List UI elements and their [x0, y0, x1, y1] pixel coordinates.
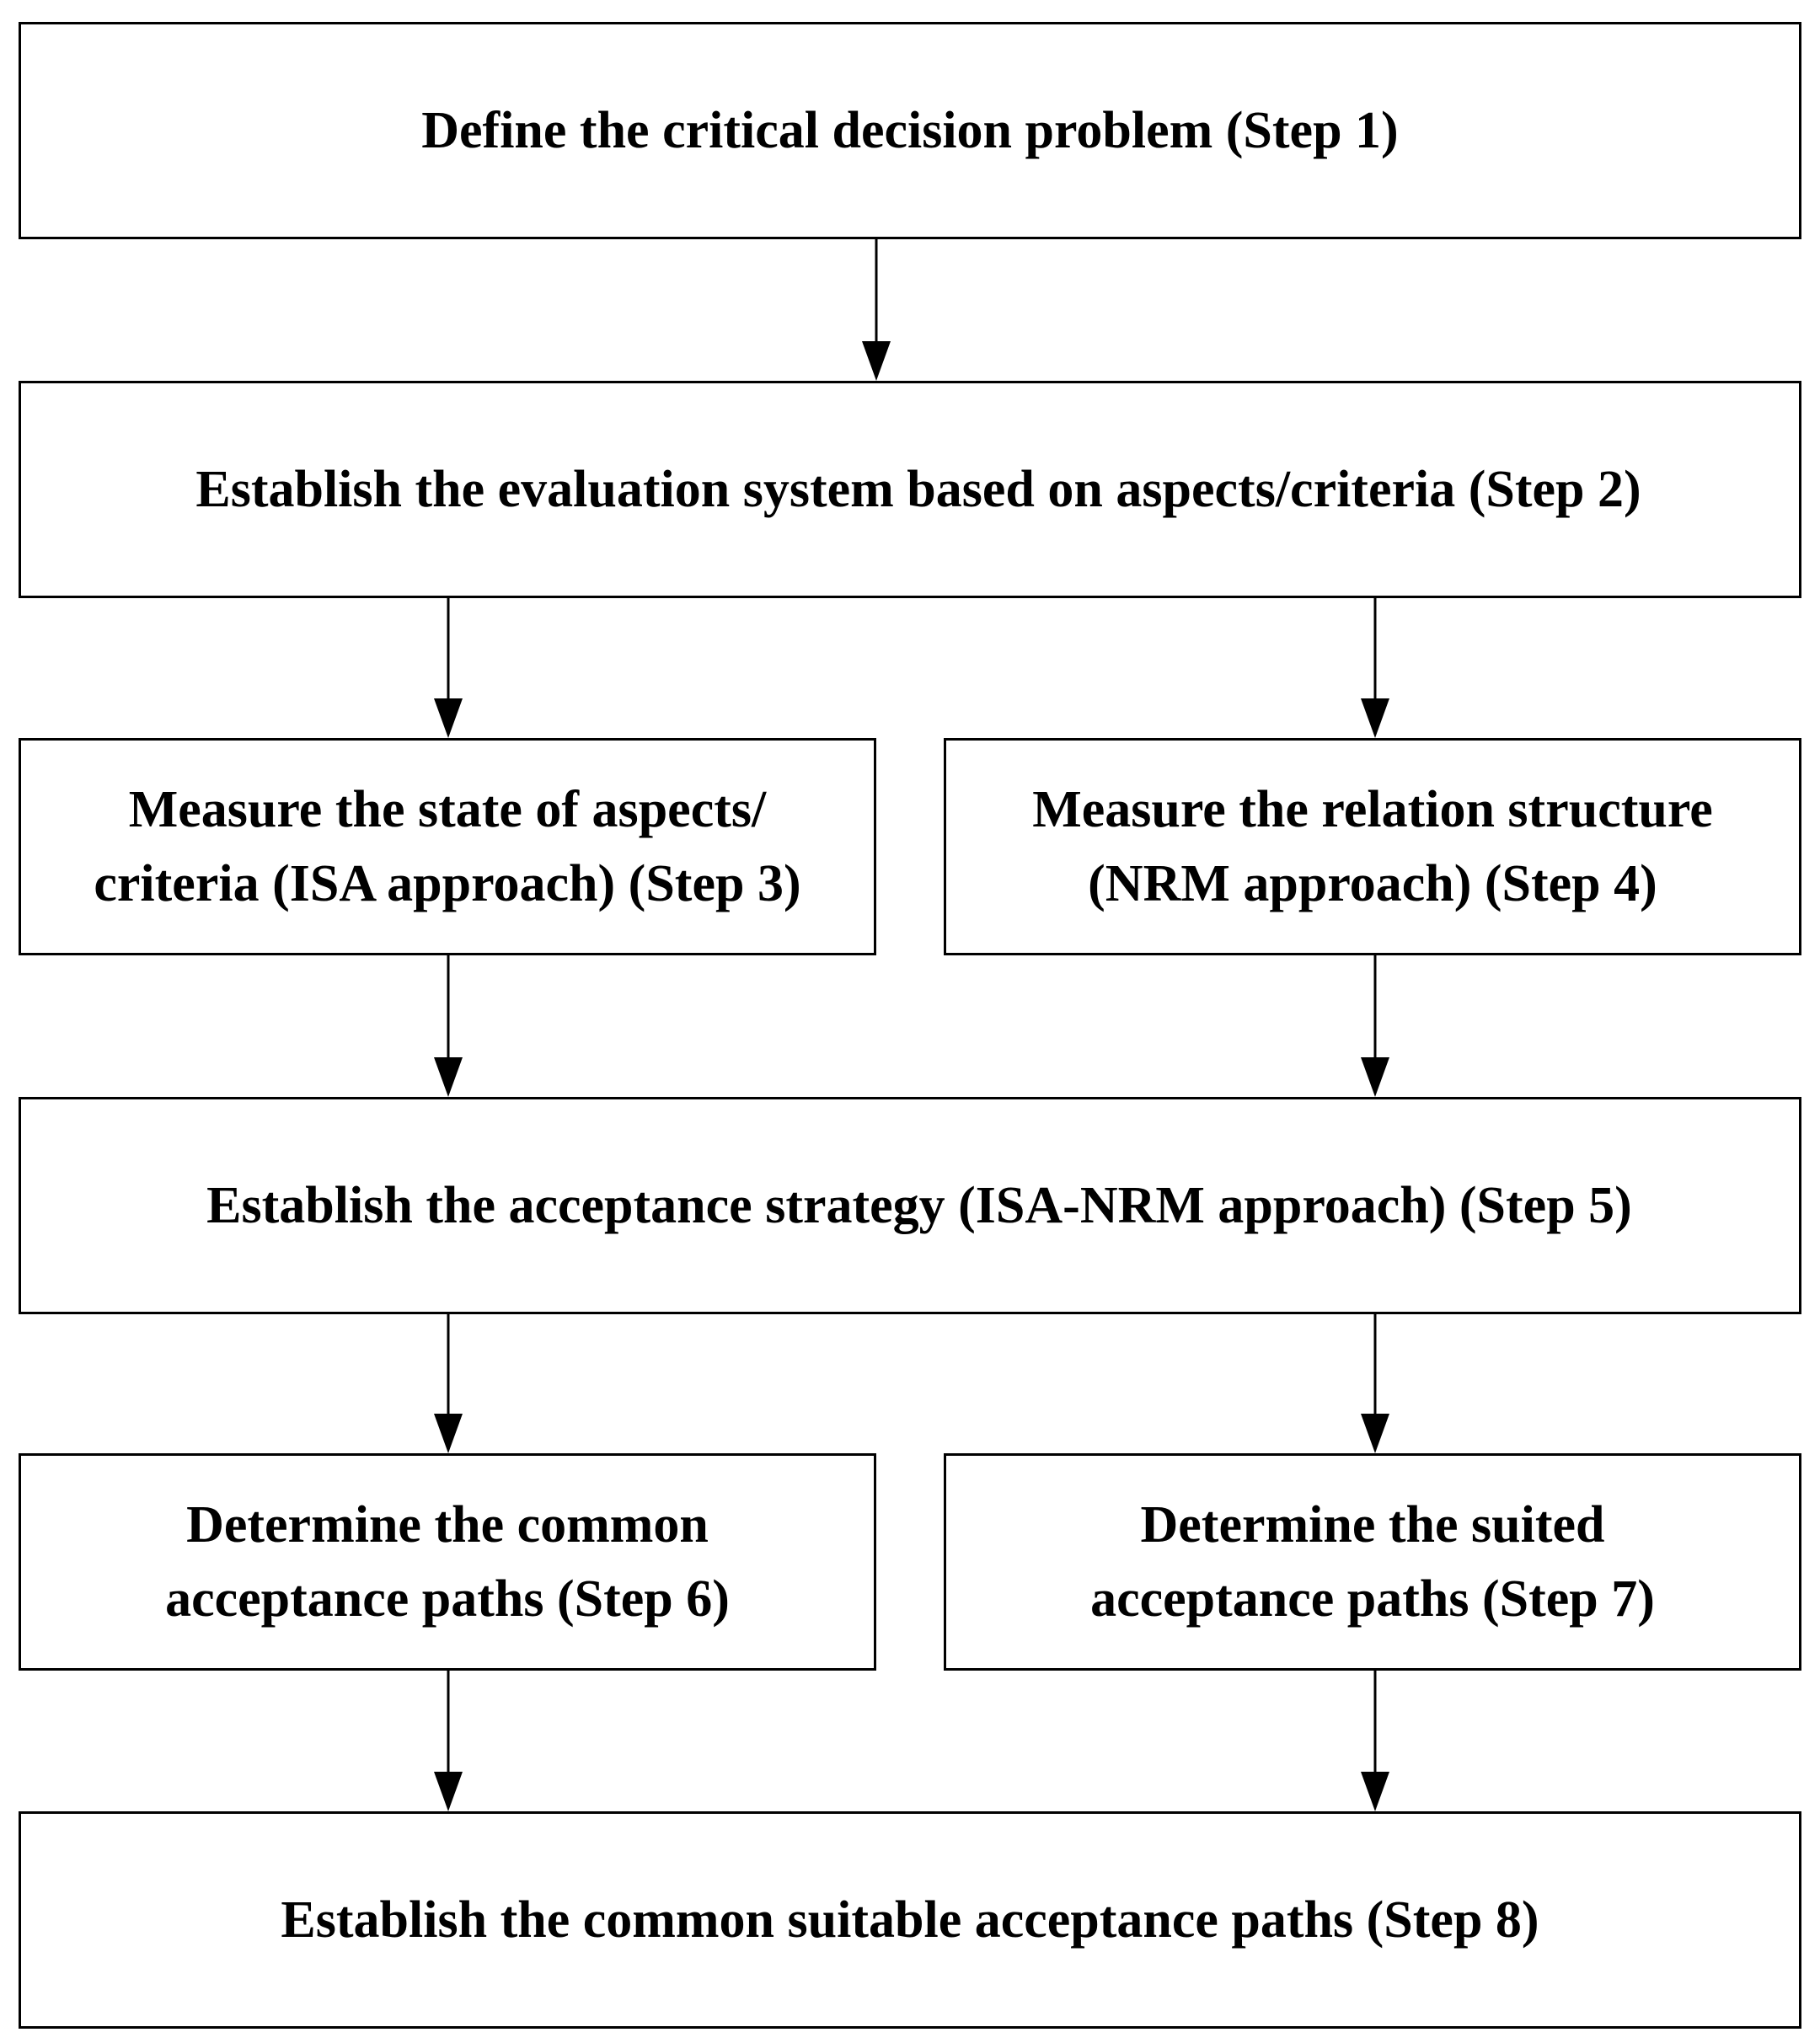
- arrow-step5-to-step7: [1361, 1314, 1389, 1453]
- step-4-label: Measure the relation structure (NRM appr…: [1032, 781, 1713, 912]
- step-3-label: Measure the state of aspects/ criteria (…: [94, 781, 801, 912]
- arrow-step5-to-step6: [434, 1314, 463, 1453]
- step-6-box: Determine the common acceptance paths (S…: [19, 1453, 876, 1671]
- step-2-label: Establish the evaluation system based on…: [195, 461, 1641, 518]
- step-2-box: Establish the evaluation system based on…: [19, 381, 1801, 598]
- step-5-box: Establish the acceptance strategy (ISA-N…: [19, 1097, 1801, 1314]
- step-6-label: Determine the common acceptance paths (S…: [165, 1496, 730, 1628]
- arrow-step7-to-step8: [1361, 1671, 1389, 1811]
- step-1-box: Define the critical decision problem (St…: [19, 22, 1801, 239]
- arrow-step3-to-step5: [434, 955, 463, 1097]
- arrow-step2-to-step3: [434, 598, 463, 738]
- step-8-label: Establish the common suitable acceptance…: [281, 1891, 1539, 1949]
- step-4-box: Measure the relation structure (NRM appr…: [944, 738, 1801, 955]
- arrow-step2-to-step4: [1361, 598, 1389, 738]
- arrow-step4-to-step5: [1361, 955, 1389, 1097]
- step-7-label: Determine the suited acceptance paths (S…: [1090, 1496, 1655, 1628]
- step-8-box: Establish the common suitable acceptance…: [19, 1811, 1801, 2029]
- arrow-step1-to-step2: [862, 239, 891, 381]
- arrow-step6-to-step8: [434, 1671, 463, 1811]
- step-5-label: Establish the acceptance strategy (ISA-N…: [206, 1177, 1632, 1234]
- step-7-box: Determine the suited acceptance paths (S…: [944, 1453, 1801, 1671]
- step-3-box: Measure the state of aspects/ criteria (…: [19, 738, 876, 955]
- step-1-label: Define the critical decision problem (St…: [421, 102, 1399, 159]
